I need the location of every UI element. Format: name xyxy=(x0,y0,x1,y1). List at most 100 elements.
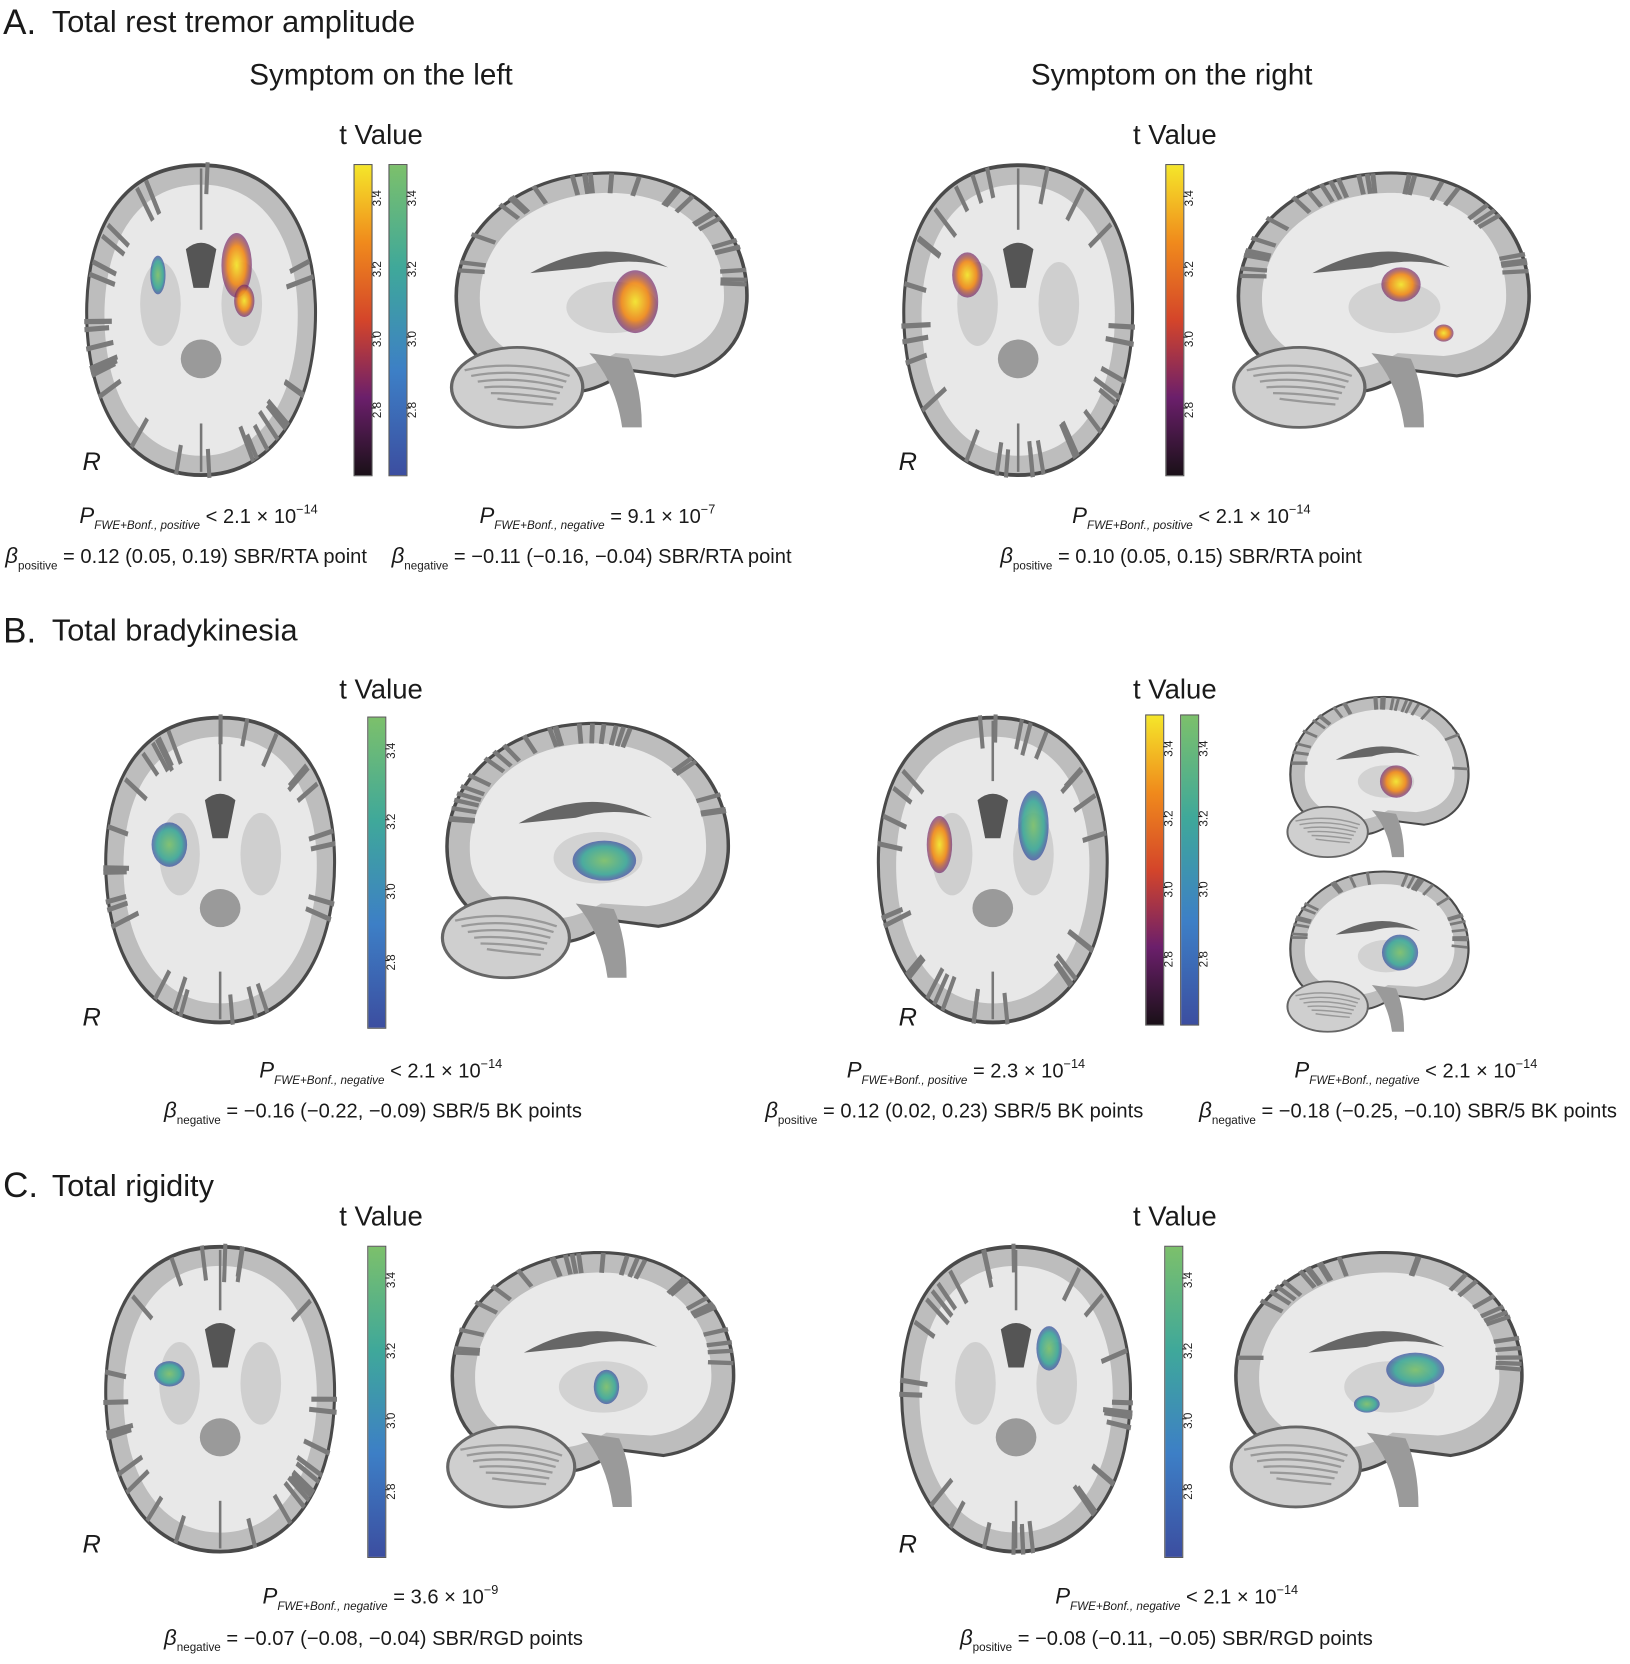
colorbar-tick-label: 3.2 xyxy=(1182,1342,1195,1358)
colorbar-tick-label: 2.8 xyxy=(385,954,398,970)
sagittal-brain-b-right-bottom xyxy=(1275,863,1476,1043)
beta-b-left-negative: βnegative = −0.16 (−0.22, −0.09) SBR/5 B… xyxy=(164,1099,582,1128)
panel-a-letter: A. xyxy=(3,2,36,42)
axial-brain-a-left xyxy=(74,159,328,482)
positive-cluster xyxy=(1434,325,1454,342)
colorbar-negative xyxy=(1164,1246,1183,1558)
positive-cluster xyxy=(1381,267,1420,301)
colorbar-tick-label: 2.8 xyxy=(1198,951,1211,967)
panel-c-title: Total rigidity xyxy=(52,1170,214,1205)
t-value-label: t Value xyxy=(339,119,423,152)
negative-cluster xyxy=(154,1361,184,1386)
colorbar-positive xyxy=(1165,164,1184,476)
colorbar-tick-label: 2.8 xyxy=(406,402,419,418)
colorbar-tick-label: 3.0 xyxy=(371,331,384,347)
p-value-a-right-positive: PFWE+Bonf., positive < 2.1 × 10−14 xyxy=(1072,502,1310,533)
colorbar-tick-label: 2.8 xyxy=(1183,402,1196,418)
t-value-label: t Value xyxy=(1133,673,1217,706)
colorbar-tick-label: 3.2 xyxy=(1198,811,1211,827)
beta-a-left-negative: βnegative = −0.11 (−0.16, −0.04) SBR/RTA… xyxy=(392,544,792,573)
t-value-label: t Value xyxy=(339,1200,423,1233)
colorbar-tick-label: 3.2 xyxy=(406,261,419,277)
negative-cluster xyxy=(1036,1326,1061,1370)
positive-cluster xyxy=(612,270,658,333)
colorbar-tick-label: 3.4 xyxy=(371,190,384,206)
colorbar-tick-label: 3.4 xyxy=(1182,1272,1195,1288)
beta-c-right-positive: βpositive = −0.08 (−0.11, −0.05) SBR/RGD… xyxy=(960,1626,1373,1655)
t-value-label: t Value xyxy=(339,673,423,706)
colorbar-tick-label: 3.0 xyxy=(1163,881,1176,897)
p-value-b-right-negative: PFWE+Bonf., negative < 2.1 × 10−14 xyxy=(1294,1056,1537,1087)
sagittal-brain-c-right xyxy=(1212,1238,1535,1524)
sagittal-brain-a-left xyxy=(432,159,760,445)
axial-brain-c-left xyxy=(93,1240,347,1558)
column-title-left: Symptom on the left xyxy=(249,58,513,92)
negative-cluster xyxy=(1018,791,1048,861)
negative-cluster xyxy=(1386,1353,1444,1387)
negative-cluster xyxy=(594,1370,619,1404)
colorbar-tick-label: 3.2 xyxy=(1163,811,1176,827)
negative-cluster xyxy=(150,256,165,295)
p-value-b-right-positive: PFWE+Bonf., positive = 2.3 × 10−14 xyxy=(847,1056,1085,1087)
colorbar-tick-label: 2.8 xyxy=(371,402,384,418)
p-value-a-left-negative: PFWE+Bonf., negative = 9.1 × 10−7 xyxy=(479,502,715,533)
colorbar-tick-label: 2.8 xyxy=(385,1483,398,1499)
colorbar-negative xyxy=(367,717,386,1029)
colorbar-tick-label: 3.0 xyxy=(385,1413,398,1429)
p-value-b-left-negative: PFWE+Bonf., negative < 2.1 × 10−14 xyxy=(259,1056,502,1087)
beta-b-right-negative: βnegative = −0.18 (−0.25, −0.10) SBR/5 B… xyxy=(1199,1099,1617,1128)
colorbar-tick-label: 3.0 xyxy=(1183,331,1196,347)
axial-brain-c-right xyxy=(889,1240,1143,1558)
colorbar-positive xyxy=(1145,714,1164,1025)
colorbar-positive xyxy=(354,164,373,476)
colorbar-tick-label: 3.2 xyxy=(385,1342,398,1358)
t-value-label: t Value xyxy=(1133,1200,1217,1233)
sagittal-brain-c-left xyxy=(429,1238,747,1524)
colorbar-tick-label: 3.2 xyxy=(1183,261,1196,277)
colorbar-tick-label: 3.4 xyxy=(385,1272,398,1288)
axial-brain-b-left xyxy=(93,711,347,1029)
axial-brain-a-right xyxy=(891,159,1145,482)
panel-c-letter: C. xyxy=(3,1165,38,1205)
positive-cluster xyxy=(234,285,254,317)
beta-a-left-positive: βpositive = 0.12 (0.05, 0.19) SBR/RTA po… xyxy=(5,544,367,573)
colorbar-tick-label: 2.8 xyxy=(1163,951,1176,967)
colorbar-tick-label: 3.4 xyxy=(385,743,398,759)
colorbar-tick-label: 3.4 xyxy=(406,190,419,206)
panel-b-title: Total bradykinesia xyxy=(52,614,298,649)
beta-b-right-positive: βpositive = 0.12 (0.02, 0.23) SBR/5 BK p… xyxy=(765,1099,1143,1128)
p-value-c-right-negative: PFWE+Bonf., negative < 2.1 × 10−14 xyxy=(1055,1582,1298,1613)
panel-b-letter: B. xyxy=(3,611,36,651)
colorbar-negative xyxy=(1180,714,1199,1025)
colorbar-negative xyxy=(367,1246,386,1558)
negative-cluster xyxy=(1382,935,1418,971)
p-value-c-left-negative: PFWE+Bonf., negative = 3.6 × 10−9 xyxy=(262,1582,498,1613)
sagittal-brain-a-right xyxy=(1214,159,1542,445)
axial-brain-b-right xyxy=(866,711,1120,1029)
positive-cluster xyxy=(952,252,982,297)
colorbar-tick-label: 2.8 xyxy=(1182,1483,1195,1499)
colorbar-tick-label: 3.2 xyxy=(371,261,384,277)
panel-a-title: Total rest tremor amplitude xyxy=(52,5,415,40)
beta-c-left-negative: βnegative = −0.07 (−0.08, −0.04) SBR/RGD… xyxy=(164,1626,583,1655)
sagittal-brain-b-left xyxy=(423,709,741,995)
beta-a-right-positive: βpositive = 0.10 (0.05, 0.15) SBR/RTA po… xyxy=(1000,544,1362,573)
sagittal-brain-b-right-top xyxy=(1275,688,1476,868)
p-value-a-left-positive: PFWE+Bonf., positive < 2.1 × 10−14 xyxy=(79,502,317,533)
colorbar-tick-label: 3.4 xyxy=(1183,190,1196,206)
negative-cluster xyxy=(1354,1396,1380,1413)
negative-cluster xyxy=(152,822,188,866)
negative-cluster xyxy=(573,841,637,881)
colorbar-tick-label: 3.2 xyxy=(385,813,398,829)
column-title-right: Symptom on the right xyxy=(1031,58,1313,92)
colorbar-tick-label: 3.0 xyxy=(1182,1413,1195,1429)
colorbar-tick-label: 3.0 xyxy=(385,884,398,900)
colorbar-tick-label: 3.0 xyxy=(1198,881,1211,897)
t-value-label: t Value xyxy=(1133,119,1217,152)
colorbar-tick-label: 3.4 xyxy=(1163,740,1176,756)
colorbar-tick-label: 3.4 xyxy=(1198,740,1211,756)
positive-cluster xyxy=(1380,765,1412,797)
positive-cluster xyxy=(927,816,952,873)
colorbar-negative xyxy=(388,164,407,476)
